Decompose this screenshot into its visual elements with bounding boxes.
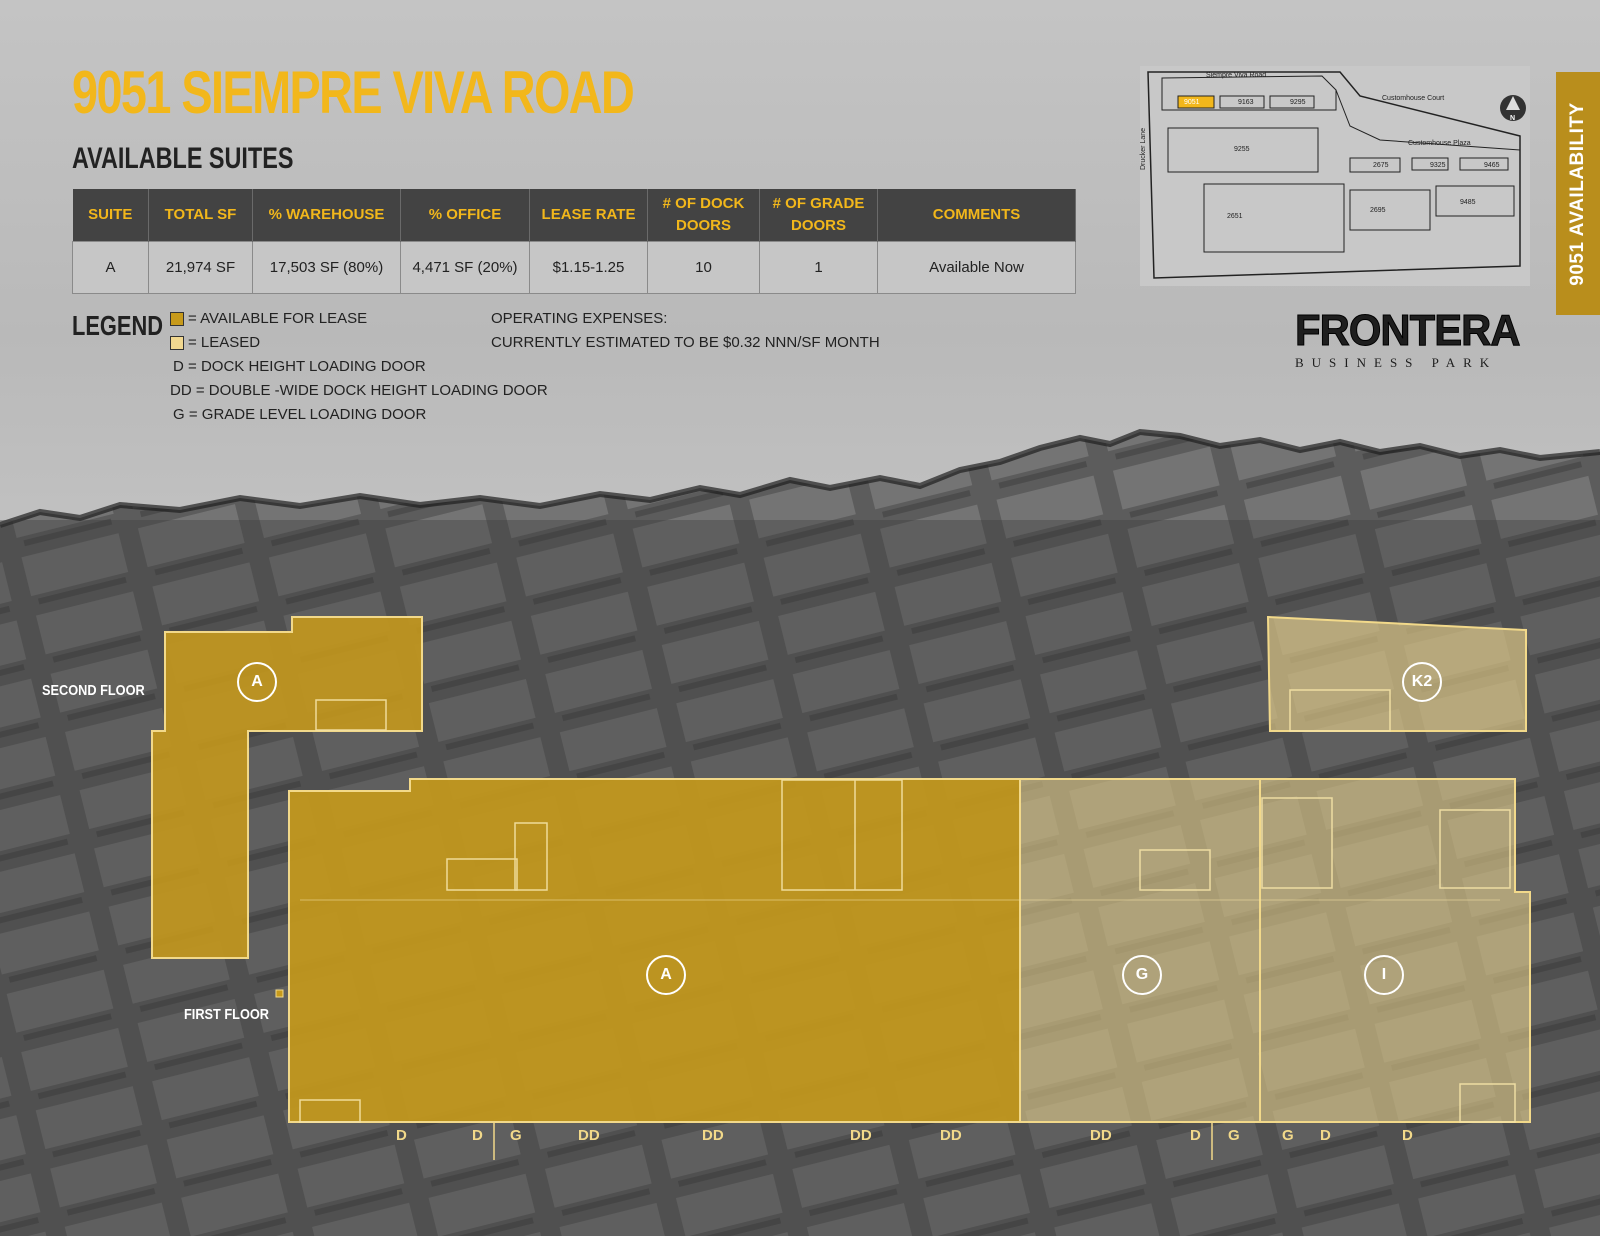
table-cell: A <box>72 241 149 294</box>
door-label: G <box>1282 1127 1294 1144</box>
suites-table: SUITE TOTAL SF % WAREHOUSE % OFFICE LEAS… <box>72 189 1076 294</box>
building-label: 9295 <box>1290 99 1306 106</box>
logo-tagline: BUSINESS PARK <box>1295 355 1498 370</box>
door-label: G <box>1228 1127 1240 1144</box>
door-label: D <box>1402 1127 1413 1144</box>
table-cell: 1 <box>759 241 878 294</box>
suite-marker: A <box>237 662 277 702</box>
road-label: Customhouse Plaza <box>1408 140 1471 147</box>
road-label: Drucker Lane <box>1140 127 1147 170</box>
door-label: D <box>1190 1127 1201 1144</box>
door-label: DD <box>702 1127 724 1144</box>
table-cell: $1.15-1.25 <box>529 241 648 294</box>
building-label: 9163 <box>1238 99 1254 106</box>
suite-marker: K2 <box>1402 662 1442 702</box>
first-floor-suite-g <box>1019 778 1261 1123</box>
suite-marker: I <box>1364 955 1404 995</box>
first-floor-label: FIRST FLOOR <box>184 1006 269 1023</box>
column-header: LEASE RATE <box>529 189 648 242</box>
door-label: DD <box>578 1127 600 1144</box>
building-label: 9465 <box>1484 162 1500 169</box>
available-swatch <box>170 312 184 327</box>
building-label: 2695 <box>1370 207 1386 214</box>
availability-tab: 9051 AVAILABILITY <box>1556 72 1600 315</box>
table-cell: Available Now <box>877 241 1076 294</box>
first-floor-suite-i <box>1259 778 1531 1123</box>
legend-title: LEGEND <box>72 310 164 341</box>
column-header: SUITE <box>72 189 149 242</box>
column-header: # OF DOCK DOORS <box>647 189 760 242</box>
suite-marker: A <box>646 955 686 995</box>
frontera-logo: FRONTERA BUSINESS PARK <box>1295 306 1535 371</box>
column-header: TOTAL SF <box>148 189 253 242</box>
page-subtitle: AVAILABLE SUITES <box>72 142 294 175</box>
table-cell: 10 <box>647 241 760 294</box>
column-header: % OFFICE <box>400 189 530 242</box>
door-label: D <box>1320 1127 1331 1144</box>
table-row: A 21,974 SF 17,503 SF (80%) 4,471 SF (20… <box>72 241 1076 294</box>
building-label: 9325 <box>1430 162 1446 169</box>
door-label: DD <box>1090 1127 1112 1144</box>
second-floor-suite-k2 <box>1266 615 1527 732</box>
logo-wordmark: FRONTERA <box>1295 306 1522 355</box>
legend-item-dock: D = DOCK HEIGHT LOADING DOOR <box>173 358 426 375</box>
first-floor-suite-a <box>288 778 1021 1123</box>
leased-swatch <box>170 336 184 351</box>
door-label: G <box>510 1127 522 1144</box>
compass-icon: N <box>1510 115 1516 122</box>
building-label: 2675 <box>1373 162 1389 169</box>
column-header: # OF GRADE DOORS <box>759 189 878 242</box>
table-header-row: SUITE TOTAL SF % WAREHOUSE % OFFICE LEAS… <box>72 189 1076 242</box>
door-label: D <box>396 1127 407 1144</box>
table-cell: 4,471 SF (20%) <box>400 241 530 294</box>
door-label: D <box>472 1127 483 1144</box>
legend-item-grade: G = GRADE LEVEL LOADING DOOR <box>173 406 427 423</box>
road-label: Siempre Viva Road <box>1206 72 1267 79</box>
opex-label: OPERATING EXPENSES: <box>491 310 668 327</box>
building-label: 2651 <box>1227 213 1243 220</box>
suite-marker: G <box>1122 955 1162 995</box>
site-map <box>1140 66 1530 286</box>
page-title: 9051 SIEMPRE VIVA ROAD <box>72 59 635 126</box>
door-label: DD <box>940 1127 962 1144</box>
second-floor-label: SECOND FLOOR <box>42 682 145 699</box>
road-label: Customhouse Court <box>1382 95 1445 102</box>
door-label: DD <box>850 1127 872 1144</box>
legend-item-leased: = LEASED <box>170 334 260 351</box>
column-header: % WAREHOUSE <box>252 189 401 242</box>
legend-item-available: = AVAILABLE FOR LEASE <box>170 310 367 327</box>
column-header: COMMENTS <box>877 189 1076 242</box>
opex-value: CURRENTLY ESTIMATED TO BE $0.32 NNN/SF M… <box>491 334 880 351</box>
building-label: 9485 <box>1460 199 1476 206</box>
building-label: 9051 <box>1184 99 1200 106</box>
table-cell: 17,503 SF (80%) <box>252 241 401 294</box>
legend-item-double-dock: DD = DOUBLE -WIDE DOCK HEIGHT LOADING DO… <box>170 382 548 399</box>
table-cell: 21,974 SF <box>148 241 253 294</box>
second-floor-suite-a <box>151 616 423 959</box>
building-label: 9255 <box>1234 146 1250 153</box>
